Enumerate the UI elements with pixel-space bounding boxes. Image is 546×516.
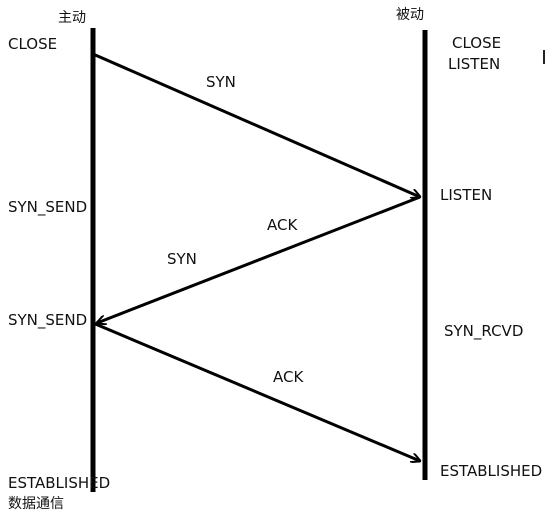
edge-mark [543, 50, 545, 64]
active-state-close: CLOSE [8, 35, 58, 53]
ack-arrow-2 [92, 321, 420, 461]
message-ack-1: ACK [267, 216, 298, 234]
active-header: 主动 [58, 10, 86, 26]
passive-state-listen-2: LISTEN [440, 186, 493, 204]
passive-state-syn-rcvd: SYN_RCVD [444, 322, 524, 340]
active-state-data-transfer: 数据通信 [8, 496, 64, 512]
passive-state-close: CLOSE [452, 34, 502, 52]
syn-arrow-1 [92, 52, 420, 197]
message-syn-2: SYN [167, 250, 197, 268]
message-ack-2: ACK [273, 368, 304, 386]
passive-state-established: ESTABLISHED [440, 462, 543, 480]
active-state-syn-send-2: SYN_SEND [8, 311, 88, 329]
active-state-syn-send-1: SYN_SEND [8, 198, 88, 216]
ack-syn-arrow [97, 195, 421, 323]
active-state-established: ESTABLISHED [8, 474, 111, 492]
passive-header: 被动 [396, 7, 424, 23]
message-syn-1: SYN [206, 73, 236, 91]
passive-state-listen-1: LISTEN [448, 55, 501, 73]
